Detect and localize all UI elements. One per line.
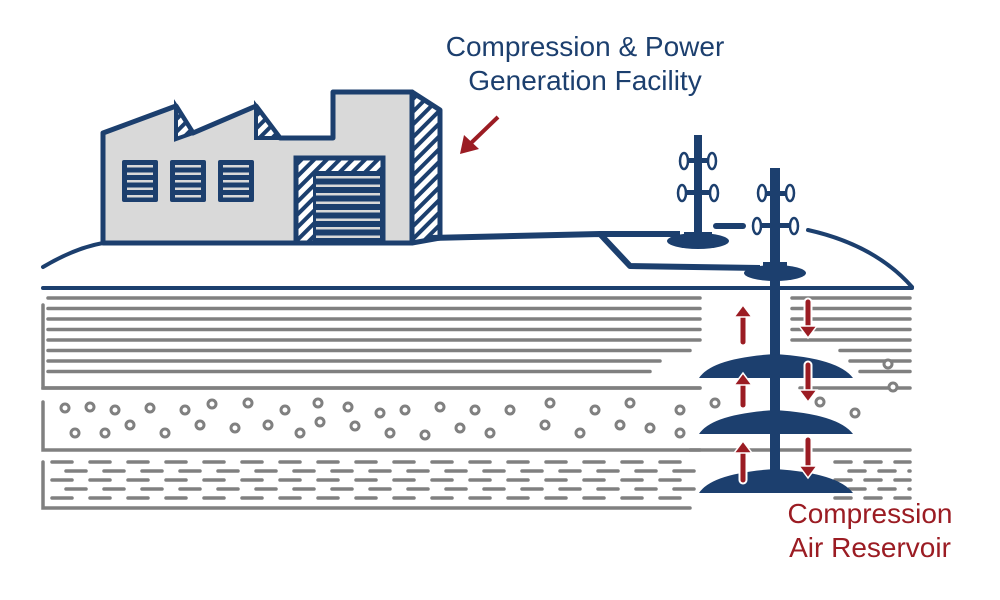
rock-particle [709, 397, 721, 409]
window [218, 160, 254, 202]
valve-icon [788, 216, 800, 236]
building-side-wall [409, 89, 443, 246]
rock-particle [539, 419, 551, 431]
rock-particle [84, 401, 96, 413]
window [122, 160, 158, 202]
rock-particle [242, 397, 254, 409]
valve-icon [706, 151, 718, 171]
facility-label-line-2: Generation Facility [468, 65, 702, 96]
reservoir-label-line-1: Compression [787, 498, 953, 529]
reservoir-label: Compression Air Reservoir [760, 497, 980, 565]
arrow-up-icon [732, 303, 754, 347]
arrow-up-icon [732, 439, 754, 485]
rock-particle [504, 404, 516, 416]
air-flow-arrows [732, 297, 819, 485]
wellhead-1 [667, 135, 729, 249]
rock-particle [109, 404, 121, 416]
arrow-down-icon [797, 435, 819, 480]
rock-particle [69, 427, 81, 439]
rock-particle [99, 427, 111, 439]
rock-particle [279, 404, 291, 416]
valve-icon [676, 183, 688, 203]
rock-particle [59, 402, 71, 414]
valve-icon [708, 183, 720, 203]
rock-particle [374, 407, 386, 419]
rock-particle [124, 419, 136, 431]
cavern-1 [699, 354, 853, 378]
rock-particle [349, 420, 361, 432]
garage-door [293, 155, 386, 246]
rock-particle [454, 422, 466, 434]
rock-particle [229, 422, 241, 434]
rock-particle [434, 401, 446, 413]
facility-building [100, 89, 443, 246]
rock-particle [159, 427, 171, 439]
rock-particle [179, 404, 191, 416]
window [170, 160, 206, 202]
cavern-3 [699, 469, 853, 493]
valve-icon [678, 151, 690, 171]
arrow-down-icon [797, 297, 819, 340]
ground-surface [41, 228, 914, 290]
cavern-2 [699, 410, 853, 434]
rock-particle [484, 427, 496, 439]
rock-particle [624, 397, 636, 409]
arrow-down-icon [797, 360, 819, 404]
rock-particle [849, 407, 861, 419]
rock-particle [312, 397, 324, 409]
air-reservoir-caverns [699, 354, 853, 493]
rock-particle [144, 402, 156, 414]
rock-particle [674, 404, 686, 416]
rock-particle [342, 401, 354, 413]
rock-strata [41, 296, 912, 510]
rock-particle [887, 381, 899, 393]
rock-particle [262, 419, 274, 431]
rock-particle [674, 427, 686, 439]
rock-particle [314, 416, 326, 428]
valve-icon [751, 216, 763, 236]
rock-particle [469, 404, 481, 416]
rock-particle [882, 358, 894, 370]
rock-particle [294, 427, 306, 439]
pipeline [429, 223, 761, 271]
rock-particle [544, 397, 556, 409]
rock-particle [384, 427, 396, 439]
reservoir-label-line-2: Air Reservoir [789, 532, 951, 563]
rock-particle [814, 396, 826, 408]
rock-particle [194, 419, 206, 431]
rock-particle [589, 404, 601, 416]
rock-particle [644, 422, 656, 434]
rock-particle [206, 398, 218, 410]
rock-particle [419, 429, 431, 441]
facility-label: Compression & Power Generation Facility [395, 30, 775, 98]
valve-icon [784, 183, 796, 203]
facility-label-line-1: Compression & Power [445, 31, 725, 62]
wellhead-2 [744, 168, 806, 490]
rock-particle [614, 419, 626, 431]
facility-pointer-arrow [460, 115, 500, 154]
rock-particle [399, 404, 411, 416]
arrow-up-icon [732, 371, 754, 410]
rock-particle [574, 427, 586, 439]
valve-icon [756, 183, 768, 203]
